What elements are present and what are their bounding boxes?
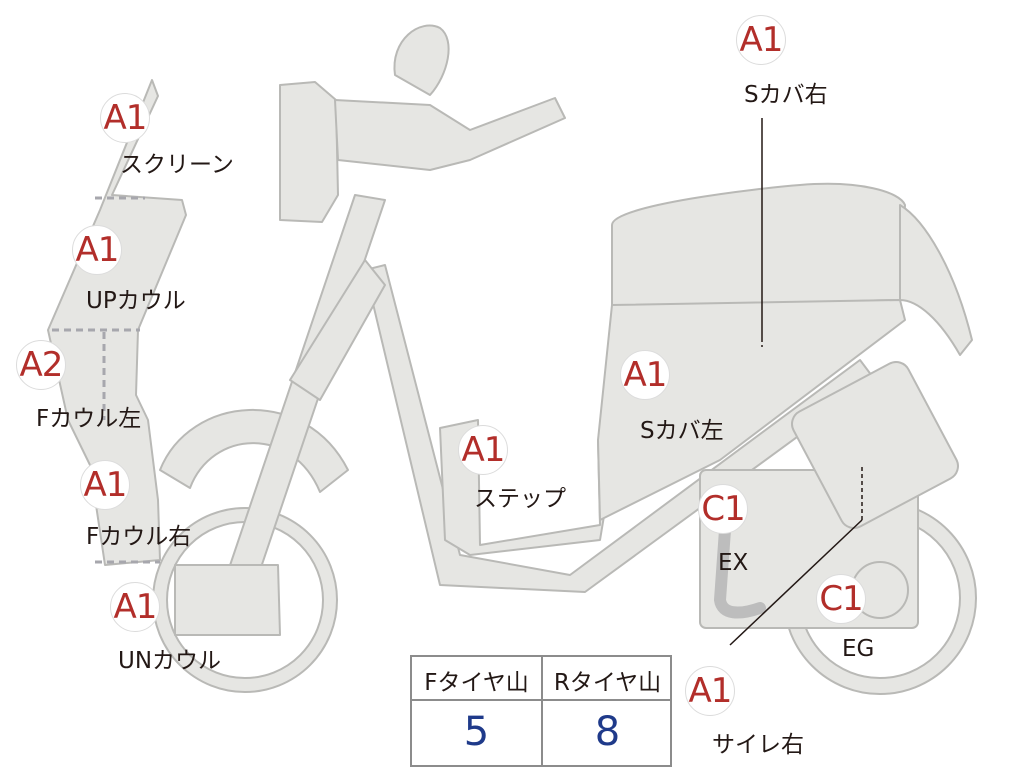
grade-badge-up-cowl: A1 xyxy=(72,225,122,275)
part-label-screen: スクリーン xyxy=(120,152,234,178)
part-label-s-cover-right: Sカバ右 xyxy=(744,82,828,108)
grade-badge-f-cowl-right: A1 xyxy=(80,460,130,510)
under-cowl xyxy=(174,564,281,636)
exhaust-pipe xyxy=(713,524,766,619)
part-label-up-cowl: UPカウル xyxy=(86,288,186,314)
grade-badge-un-cowl: A1 xyxy=(110,582,160,632)
part-label-step: ステップ xyxy=(474,486,566,512)
tire-tread-table: Fタイヤ山 Rタイヤ山 5 8 xyxy=(410,655,672,767)
grade-badge-step: A1 xyxy=(458,425,508,475)
seat xyxy=(611,182,906,308)
frame-upper xyxy=(289,259,386,401)
mirror xyxy=(393,24,450,96)
rear-tire-value: 8 xyxy=(594,709,621,755)
front-tire-header: Fタイヤ山 xyxy=(424,670,529,696)
rear-tail xyxy=(899,204,973,356)
grade-badge-s-cover-right: A1 xyxy=(736,15,786,65)
part-label-muffler-right: サイレ右 xyxy=(712,732,804,758)
grade-badge-muffler-right: A1 xyxy=(685,666,735,716)
part-label-f-cowl-right: Fカウル右 xyxy=(86,524,192,550)
part-label-s-cover-left: Sカバ左 xyxy=(640,418,724,444)
part-label-ex: EX xyxy=(718,550,749,576)
muffler xyxy=(791,361,959,529)
tire-table-divider xyxy=(541,657,543,765)
front-tire-value: 5 xyxy=(463,709,490,755)
grade-badge-ex: C1 xyxy=(698,484,748,534)
rear-tire-header: Rタイヤ山 xyxy=(553,670,662,696)
headlight xyxy=(279,81,339,223)
front-fender xyxy=(159,409,349,493)
part-label-eg: EG xyxy=(842,636,875,662)
part-label-un-cowl: UNカウル xyxy=(118,648,222,674)
muffler-right-leader xyxy=(729,519,863,646)
frame-down-tube xyxy=(364,264,876,593)
grade-badge-eg: C1 xyxy=(816,574,866,624)
handle-bar xyxy=(334,97,566,171)
grade-badge-f-cowl-left: A2 xyxy=(16,340,66,390)
grade-badge-screen: A1 xyxy=(100,93,150,143)
grade-badge-s-cover-left: A1 xyxy=(620,350,670,400)
part-label-f-cowl-left: Fカウル左 xyxy=(36,406,142,432)
